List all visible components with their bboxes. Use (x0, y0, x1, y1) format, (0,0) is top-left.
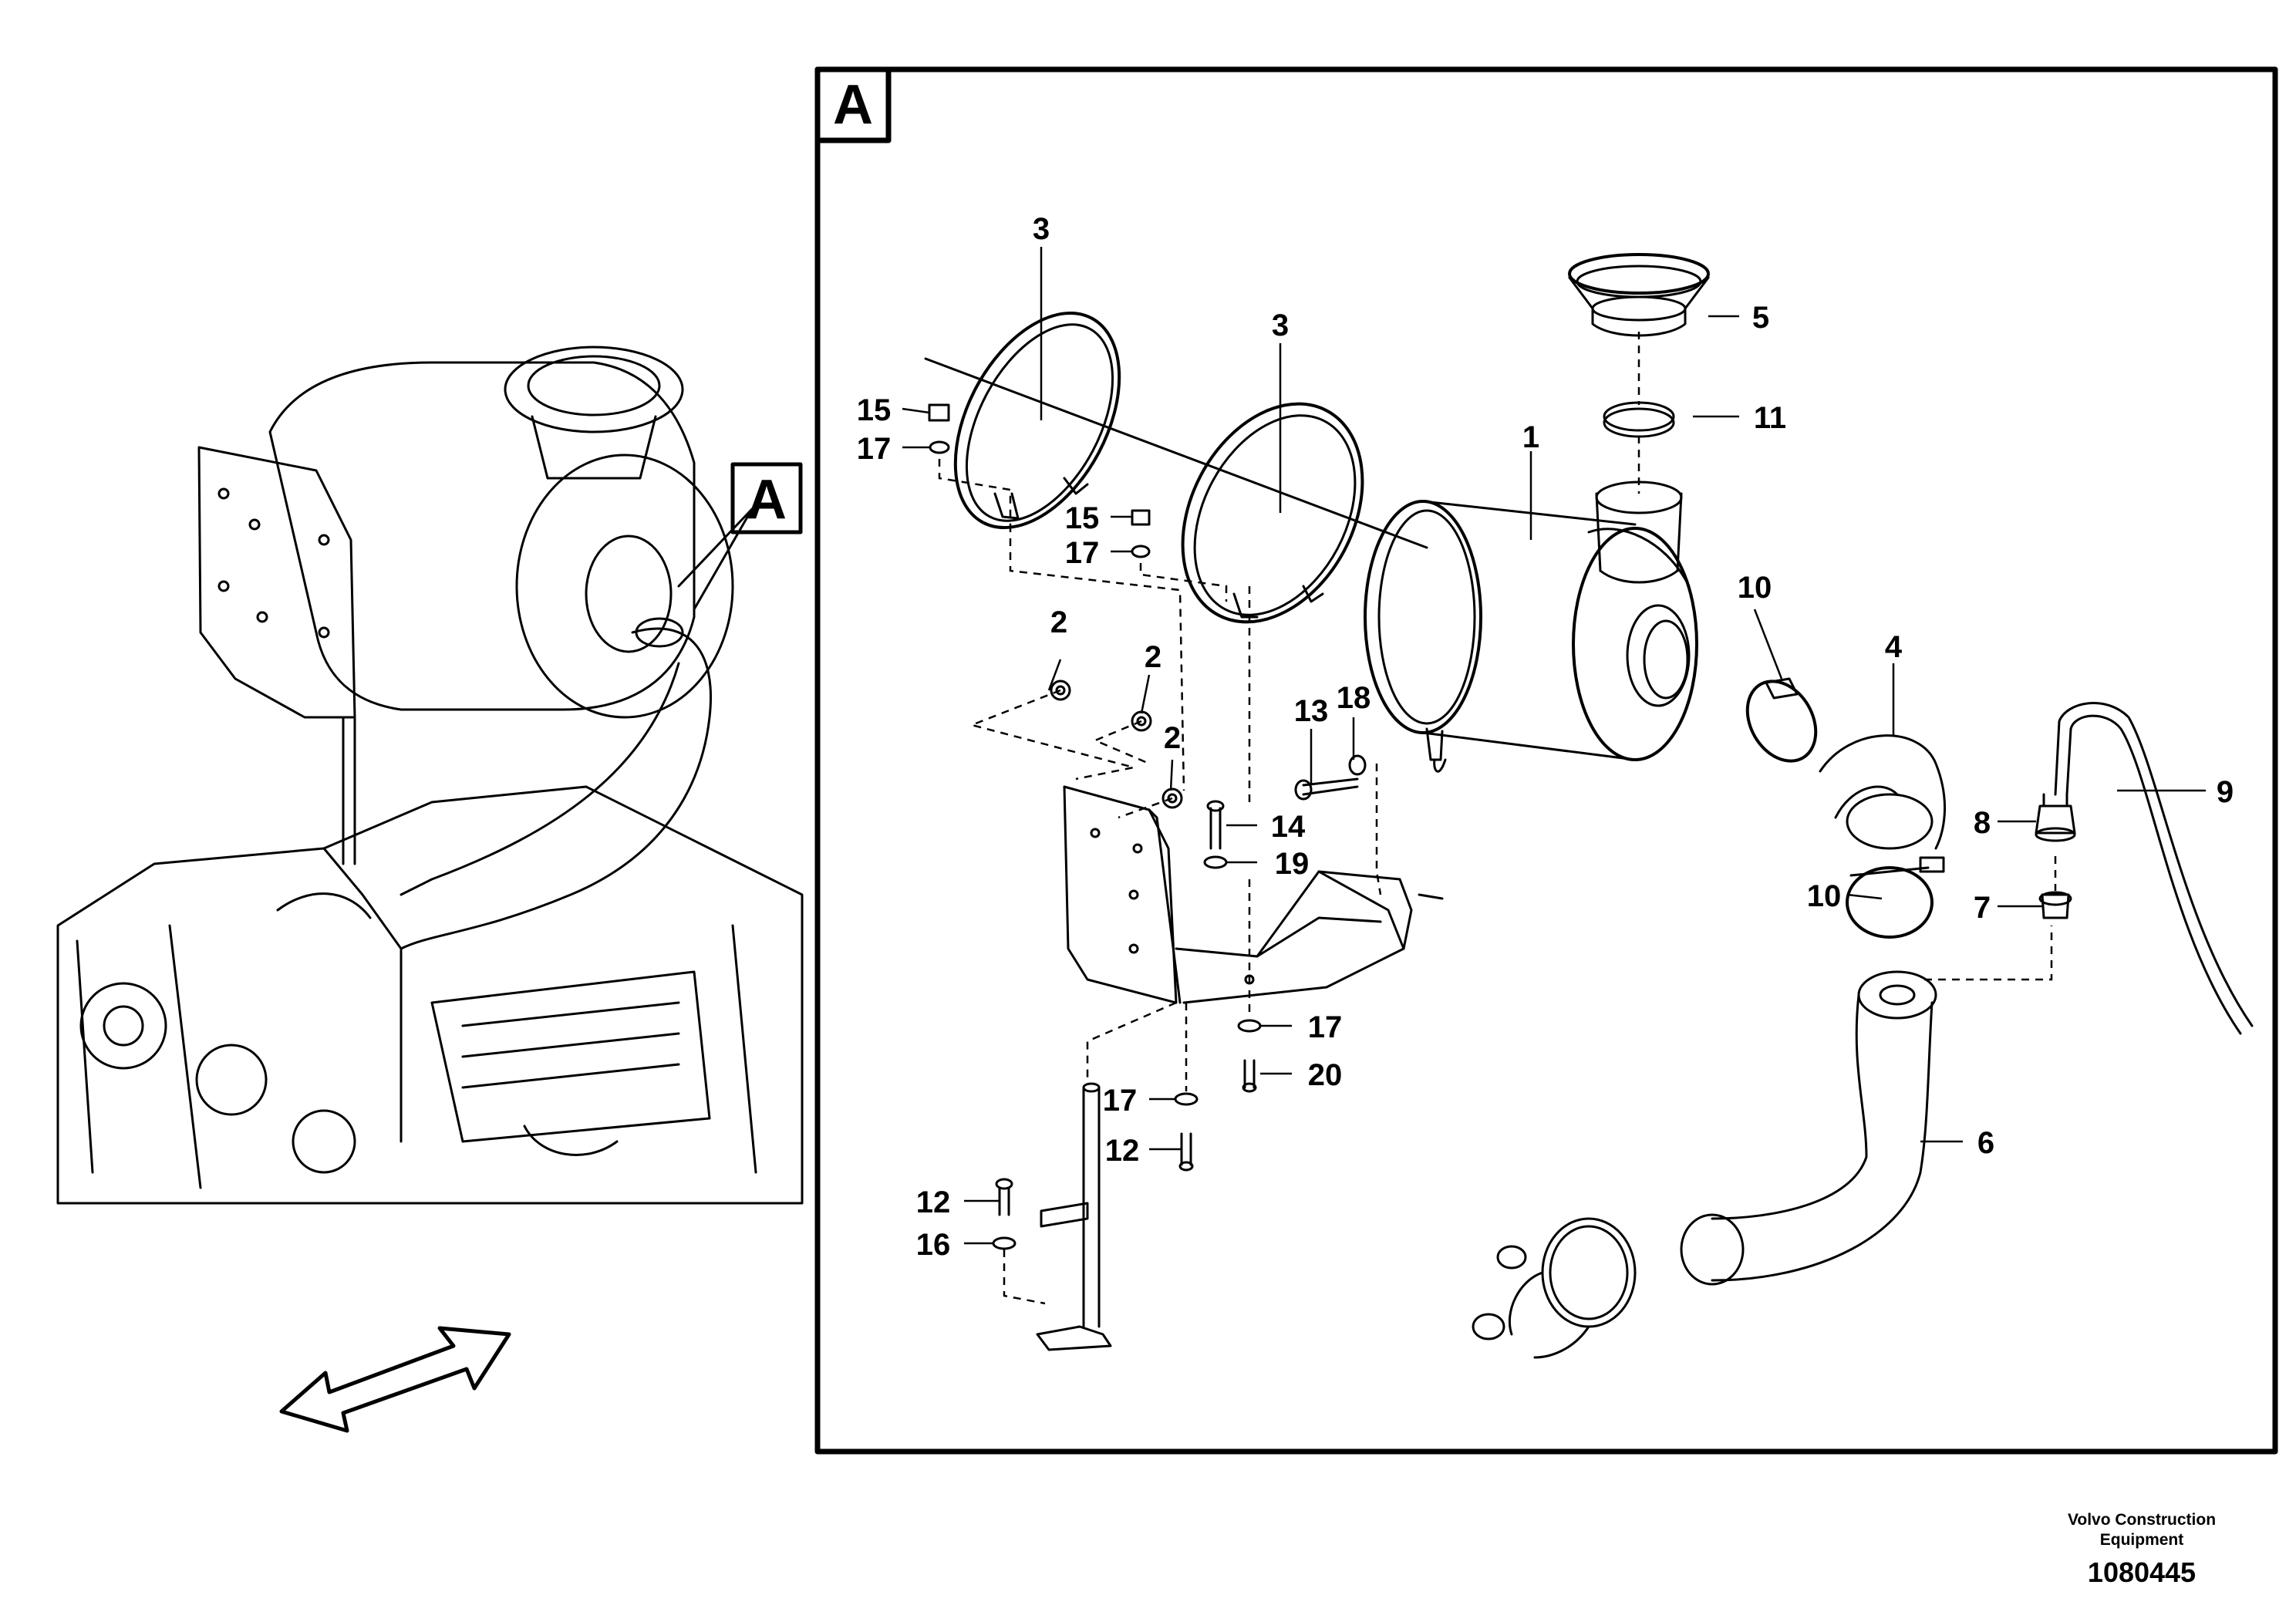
nut-2a (1050, 679, 1071, 701)
clamp-10-upper (1745, 679, 1818, 763)
elbow-4 (1819, 734, 1946, 850)
band-3-left (953, 311, 1121, 530)
bolt-20 (1243, 1059, 1256, 1089)
intake-hose (400, 627, 712, 950)
detail-frame (814, 66, 2278, 1455)
filter-rear-flange (1364, 500, 1482, 734)
clamp-11 (1603, 401, 1675, 432)
callout-4: 4 (1885, 630, 1903, 664)
callout-9: 9 (2217, 775, 2234, 809)
callout-3a: 3 (1033, 212, 1050, 246)
callout-7: 7 (1974, 891, 1991, 925)
callout-5: 5 (1752, 301, 1769, 335)
mounting-plate (197, 446, 356, 719)
filter-inlet-tube (1595, 492, 1683, 572)
support-leg (1082, 1086, 1101, 1328)
overview-label-box (730, 462, 803, 534)
callout-15b: 15 (1065, 501, 1100, 535)
callout-2c: 2 (1164, 721, 1181, 755)
callout-8: 8 (1974, 806, 1991, 840)
clamp-10-lower (1846, 866, 1934, 939)
nut-15b (1131, 509, 1151, 526)
washer-16 (992, 1236, 1017, 1250)
washer-18 (1348, 754, 1367, 776)
pre-cleaner-5 (1568, 253, 1710, 295)
bolt-12b (998, 1186, 1010, 1216)
outlet-elbow (1541, 1217, 1637, 1328)
band-3-middle (1181, 402, 1364, 624)
callout-12b: 12 (916, 1185, 951, 1219)
washer-17d (1174, 1092, 1199, 1106)
filter-front-cap (1572, 527, 1698, 761)
filter-end-cap (515, 454, 734, 719)
callout-13: 13 (1294, 694, 1329, 728)
washer-17c (1237, 1019, 1262, 1033)
washer-17b (1131, 545, 1151, 558)
bolt-14 (1209, 807, 1222, 850)
washer-17a (929, 440, 950, 454)
callout-2b: 2 (1145, 640, 1161, 674)
callout-15a: 15 (857, 393, 892, 427)
bolt-13 (1302, 777, 1359, 796)
callout-16: 16 (916, 1228, 951, 1262)
callout-2a: 2 (1050, 605, 1067, 639)
detail-label: A (833, 74, 873, 136)
filter-inlet (504, 346, 684, 433)
callout-17c: 17 (1308, 1010, 1343, 1044)
leader-a (677, 508, 754, 611)
callout-17b: 17 (1065, 536, 1100, 570)
washer-19 (1203, 855, 1228, 869)
filter-body (1421, 500, 1637, 761)
callout-3b: 3 (1272, 309, 1289, 342)
callout-17a: 17 (857, 432, 892, 466)
callout-19: 19 (1275, 847, 1310, 881)
nut-2c (1161, 787, 1183, 809)
footer: Volvo Construction Equipment 1080445 (2057, 1510, 2227, 1589)
cable-9 (2054, 702, 2254, 1035)
engine-overview (56, 346, 804, 1433)
callout-18: 18 (1337, 681, 1371, 715)
callout-20: 20 (1308, 1058, 1343, 1092)
callout-10b: 10 (1807, 879, 1842, 913)
brand-line-1: Volvo Construction (2067, 1511, 2217, 1529)
callout-10a: 10 (1738, 571, 1772, 605)
brand-line-2: Equipment (2099, 1531, 2184, 1549)
hose-6 (1711, 993, 1934, 1282)
overview-label: A (747, 469, 787, 531)
callout-1: 1 (1522, 420, 1539, 454)
view-arrow (279, 1326, 511, 1433)
callout-11: 11 (1754, 401, 1786, 435)
callout-17d: 17 (1103, 1084, 1138, 1118)
callout-6: 6 (1977, 1126, 1994, 1160)
filter-bracket (1063, 785, 1178, 1004)
engine-block (56, 785, 804, 1205)
filter-housing (268, 361, 696, 711)
detail-label-box (814, 66, 892, 143)
drawing-number: 1080445 (2087, 1556, 2197, 1588)
callout-14: 14 (1271, 810, 1306, 844)
bolt-12a (1180, 1132, 1192, 1166)
adapter-7 (2041, 893, 2070, 919)
nut-15a (928, 403, 950, 422)
callout-12a: 12 (1105, 1134, 1140, 1168)
